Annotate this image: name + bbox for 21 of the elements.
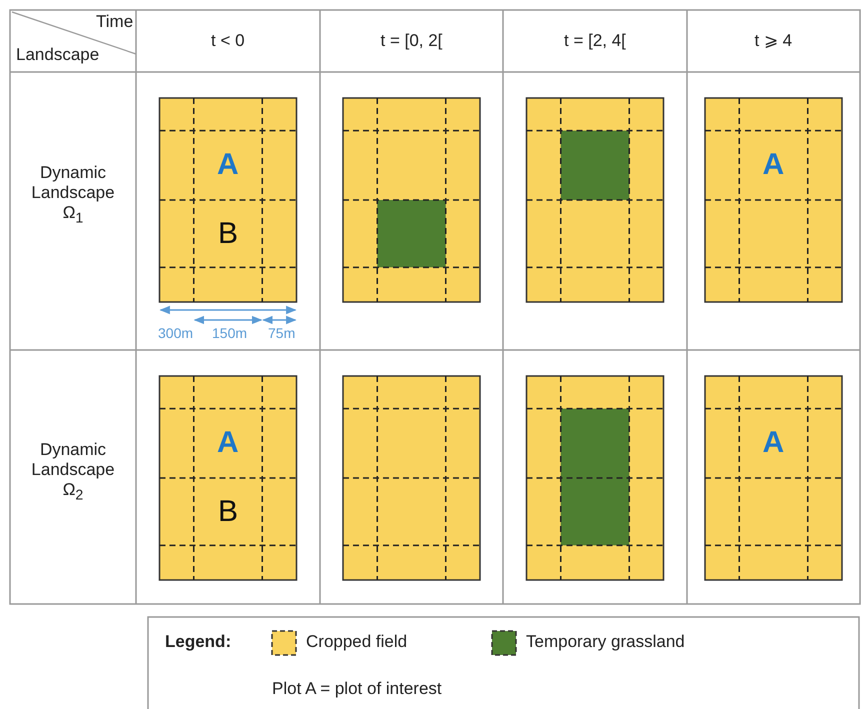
plot-label: A	[217, 147, 239, 184]
column-header: t = [0, 2[	[380, 31, 442, 52]
plot-label: B	[218, 494, 238, 530]
column-header: t ⩾ 4	[754, 31, 792, 52]
row-header: Dynamic Landscape Ω$_{2}$	[30, 440, 116, 505]
plot-label: A	[217, 425, 239, 462]
row-header: Dynamic Landscape Ω$_{1}$	[30, 162, 116, 228]
dimension-label: 75m	[268, 324, 296, 342]
legend-label: Temporary grassland	[526, 632, 685, 652]
plot-label: B	[218, 216, 238, 252]
legend-note: Plot A = plot of interest	[272, 679, 442, 700]
axis-heading: Time	[96, 12, 134, 32]
dimension-label: 300m	[158, 324, 194, 342]
column-header: t = [2, 4[	[564, 31, 626, 52]
plot-label: A	[762, 147, 784, 184]
dimension-label: 150m	[212, 324, 248, 342]
plot-label: A	[762, 425, 784, 462]
legend-heading: Legend:	[165, 632, 232, 652]
axis-heading: Landscape	[16, 45, 100, 66]
legend-label: Cropped field	[306, 632, 408, 652]
column-header: t < 0	[211, 31, 245, 52]
